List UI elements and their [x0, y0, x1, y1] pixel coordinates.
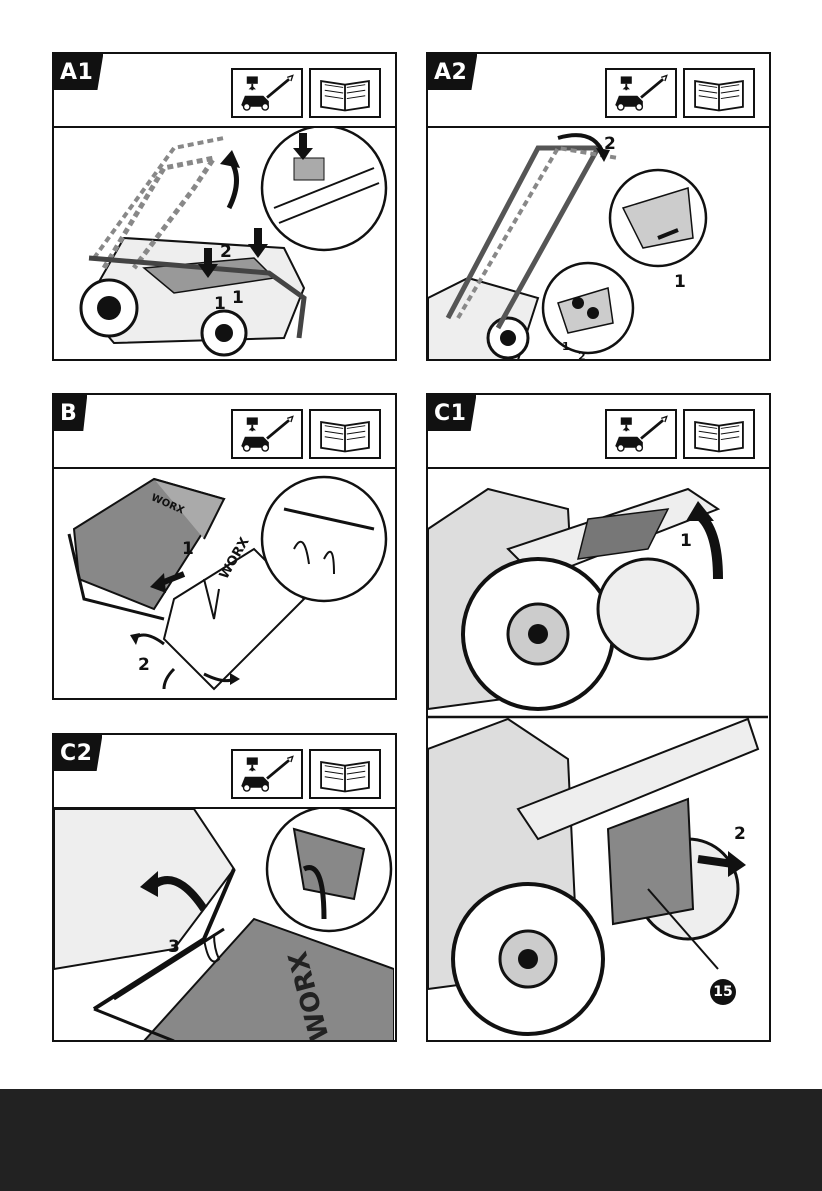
manual-book-icon: [309, 68, 381, 118]
panel-icons: [231, 409, 381, 459]
mower-remove-key-icon: [605, 68, 677, 118]
panel-label: A2: [428, 54, 477, 90]
illustration-fold-handle: 1 1 2: [54, 128, 395, 359]
step-number: 1: [674, 272, 686, 292]
manual-book-icon: [309, 409, 381, 459]
step-number: 2: [734, 824, 746, 844]
step-number: 3: [168, 937, 180, 957]
panel-header: A1: [54, 54, 395, 128]
panel-icons: [605, 68, 755, 118]
illustration-grass-bag: WORX WORX 1 2: [54, 469, 395, 698]
detail-number: 1: [562, 340, 570, 353]
step-number: 2: [220, 242, 232, 262]
panel-header: B: [54, 395, 395, 469]
panel-label: B: [54, 395, 87, 431]
panel-a1: A1: [52, 52, 397, 361]
panel-header: A2: [428, 54, 769, 128]
step-number: 1: [214, 294, 226, 314]
illustration-rear-flap: 1 2 15: [428, 469, 769, 1040]
mower-remove-key-icon: [231, 409, 303, 459]
step-number: 1: [182, 539, 194, 559]
footer-bar: [0, 1089, 822, 1191]
illustration-attach-bag: 3 WORX: [54, 809, 395, 1040]
panel-header: C2: [54, 735, 395, 809]
step-number: 1: [232, 288, 244, 308]
panel-header: C1: [428, 395, 769, 469]
mower-remove-key-icon: [231, 749, 303, 799]
panel-a2: A2 1 2 1 2: [426, 52, 771, 361]
detail-number: 2: [578, 350, 586, 359]
panel-icons: [605, 409, 755, 459]
panel-c1: C1: [426, 393, 771, 1042]
panel-label: A1: [54, 54, 103, 90]
mower-remove-key-icon: [605, 409, 677, 459]
part-callout: 15: [710, 979, 736, 1005]
panel-label: C2: [54, 735, 102, 771]
panel-icons: [231, 749, 381, 799]
panel-c2: C2 3 WORX: [52, 733, 397, 1042]
step-number: 2: [138, 655, 150, 675]
mower-remove-key-icon: [231, 68, 303, 118]
step-number: 1: [680, 531, 692, 551]
panel-label: C1: [428, 395, 476, 431]
manual-book-icon: [309, 749, 381, 799]
manual-book-icon: [683, 68, 755, 118]
illustration-unfold-handle: 1 2 1 2: [428, 128, 769, 359]
panel-b: B WORX WORX 1: [52, 393, 397, 700]
step-number: 2: [604, 134, 616, 154]
manual-book-icon: [683, 409, 755, 459]
panel-icons: [231, 68, 381, 118]
